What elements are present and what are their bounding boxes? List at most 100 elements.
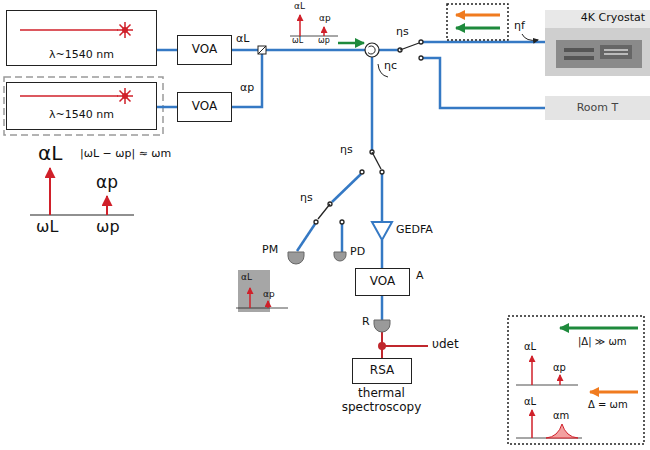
laser-beam-part [20, 95, 118, 97]
node-label: 4K Cryostat [581, 12, 645, 25]
symbol-label: αp [96, 173, 118, 192]
symbol-label: ωp [318, 37, 330, 46]
circulator-part [365, 43, 379, 57]
fiber-switch [314, 40, 423, 224]
optical-fiber-part [232, 49, 258, 52]
fiber-switch-part [314, 220, 318, 224]
voa-box: VOA [177, 92, 232, 122]
laser-box: λ~1540 nm [6, 10, 157, 66]
symbol-label: αL [236, 33, 249, 45]
detuning-inset-part [559, 375, 561, 385]
detuning-inset-part [560, 327, 638, 330]
detuning-inset-part [590, 391, 638, 394]
fiber-switch-part [380, 170, 384, 174]
node-label: Room T [577, 102, 619, 115]
laser-beam-part [20, 29, 118, 31]
big-spectrum-part [49, 168, 51, 215]
edfa-amplifier-part [372, 222, 392, 240]
cryostat-image-part [604, 53, 628, 55]
symbol-label: υdet [432, 338, 459, 351]
laser-beam-part [117, 88, 133, 104]
node-label: RSA [370, 364, 394, 378]
detuning-inset-part [508, 316, 644, 444]
symbol-label: ωL [36, 218, 58, 236]
input-spectrum-icon-part [338, 42, 364, 45]
power-meter-spectrum [236, 270, 288, 312]
symbol-label: ηs [396, 26, 409, 38]
cryostat-box: 4K Cryostat [545, 10, 650, 76]
symbol-label: PD [350, 246, 365, 258]
cryostat-image-part [604, 49, 628, 51]
optical-fiber-part [381, 296, 384, 320]
optical-fiber-part [332, 174, 361, 202]
fiber-switch-part [360, 170, 364, 174]
node-caption: thermal spectroscopy [332, 387, 432, 415]
cryostat-image-part [545, 10, 650, 76]
reflection-inset-box-part [456, 27, 500, 30]
voa-box: VOA [177, 35, 232, 65]
rsa-box: RSAthermal spectroscopy [352, 358, 412, 384]
symbol-label: A [416, 270, 424, 282]
photodetector-part [288, 252, 304, 264]
detuning-inset-part [546, 424, 578, 438]
cryostat-image-part [600, 45, 632, 59]
cryostat-image-part [545, 10, 650, 28]
symbol-label: ηf [514, 20, 525, 32]
electrical-line-part [379, 343, 385, 349]
symbol-label: αL [38, 142, 62, 164]
optical-fiber-part [423, 58, 545, 108]
optical-fiber-part [381, 174, 384, 222]
symbol-label: αp [319, 14, 331, 24]
symbol-label: ηc [384, 60, 397, 72]
symbol-label: ωp [96, 218, 120, 236]
fiber-connector [157, 106, 177, 109]
symbol-label: αL [524, 341, 536, 352]
cryostat-image-part [556, 40, 642, 68]
photodetector-part [374, 320, 390, 332]
fiber-switch-part [318, 204, 330, 219]
cryostat-image [545, 10, 650, 76]
optical-fiber [232, 42, 545, 320]
optical-fiber-part [232, 54, 262, 107]
reflection-inset-box [447, 4, 508, 40]
electrical-line [379, 332, 428, 358]
power-meter-spectrum-part [249, 288, 251, 308]
input-spectrum-icon-part [299, 15, 301, 36]
voa-box: VOA [355, 268, 410, 296]
big-spectrum-part [106, 196, 108, 215]
optical-fiber-part [381, 240, 384, 268]
reflection-inset-box-part [456, 14, 500, 17]
node-label: VOA [192, 43, 217, 57]
optical-fiber-part [371, 57, 374, 150]
symbol-label: αL [524, 396, 536, 407]
laser-beam [20, 22, 133, 104]
beam-splitter-part [258, 46, 266, 54]
symbol-label: |ωL − ωp| ≈ ωm [80, 148, 171, 160]
laser-beam-part [122, 27, 128, 33]
optical-fiber-part [266, 49, 365, 52]
optical-fiber-part [423, 41, 545, 44]
cryostat-image-part [564, 56, 594, 60]
node-label: λ~1540 nm [7, 109, 156, 122]
node-label: VOA [192, 100, 217, 114]
cryostat-image-part [564, 48, 594, 52]
symbol-label: Δ = ωm [588, 399, 628, 410]
power-meter-spectrum-part [267, 301, 269, 308]
symbol-label: GEDFA [396, 224, 433, 236]
optional-laser-frame-part [4, 77, 163, 135]
detuning-inset-part [531, 410, 533, 438]
symbol-label: αp [240, 82, 254, 94]
detuning-inset-part [516, 385, 578, 386]
symbol-label: R [362, 316, 370, 328]
power-meter-spectrum-part [236, 308, 288, 309]
fiber-switch-part [340, 220, 344, 224]
efficiency-arrow [378, 34, 538, 77]
photodetector-part [334, 252, 346, 261]
symbol-label: |Δ| ≫ ωm [578, 336, 627, 347]
symbol-label: PM [262, 244, 278, 256]
symbol-label: αp [553, 362, 566, 373]
fiber-connector [157, 49, 177, 52]
optional-laser-frame [4, 77, 163, 135]
circulator [365, 43, 379, 57]
symbol-label: ηs [300, 192, 313, 204]
